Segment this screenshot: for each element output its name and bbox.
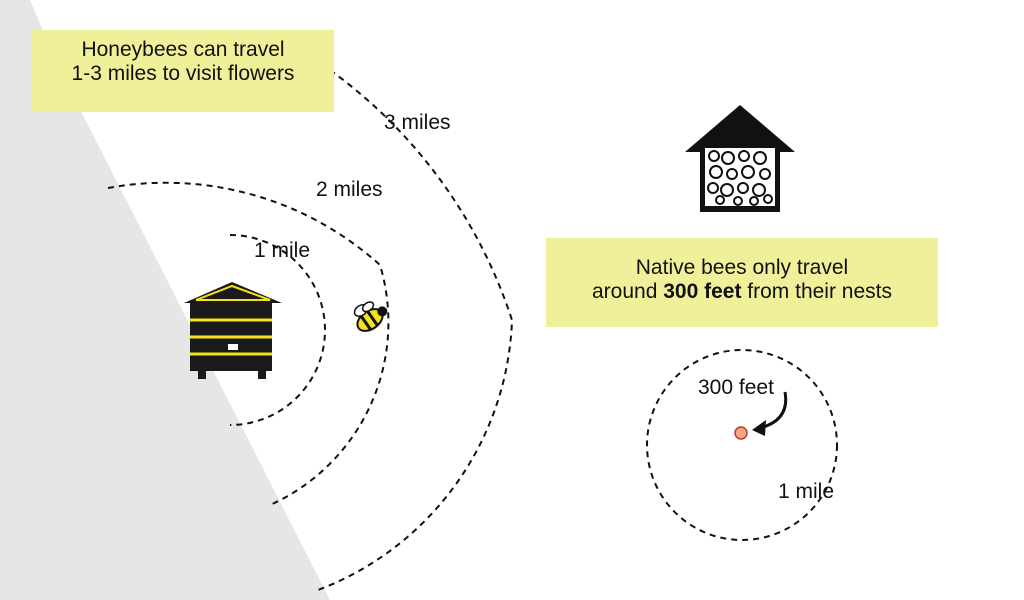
- label-2-miles: 2 miles: [316, 178, 383, 201]
- curved-arrow-icon: [752, 391, 788, 436]
- label-1-mile: 1 mile: [254, 239, 311, 262]
- native-bee-range-callout: Native bees only travel around 300 feet …: [546, 238, 938, 327]
- honeybee-icon: [353, 301, 388, 332]
- honeybee-callout-line1: Honeybees can travel: [81, 38, 285, 61]
- ring-1-mile: [229, 234, 326, 426]
- label-native-1-mile: 1 mile: [778, 480, 835, 503]
- honeybee-callout-line2: 1-3 miles to visit flowers: [71, 62, 295, 85]
- ring-native-1-mile: [646, 349, 838, 541]
- bee-hotel-icon: [685, 105, 795, 212]
- native-callout-line2: around 300 feet from their nests: [546, 280, 938, 304]
- ring-3-miles: [317, 69, 514, 591]
- beehive-icon: [184, 282, 282, 379]
- native-callout-emphasis: 300 feet: [663, 280, 742, 303]
- ring-2-miles: [107, 181, 390, 506]
- native-callout-line2-post: from their nests: [741, 280, 892, 303]
- label-300-feet: 300 feet: [698, 376, 774, 399]
- nest-dot-icon: [734, 426, 748, 440]
- native-callout-line2-pre: around: [591, 280, 664, 303]
- honeybee-range-callout: Honeybees can travel 1-3 miles to visit …: [32, 30, 334, 112]
- label-3-miles: 3 miles: [384, 111, 451, 134]
- gray-background-panel: [0, 0, 330, 600]
- native-callout-line1: Native bees only travel: [635, 256, 849, 279]
